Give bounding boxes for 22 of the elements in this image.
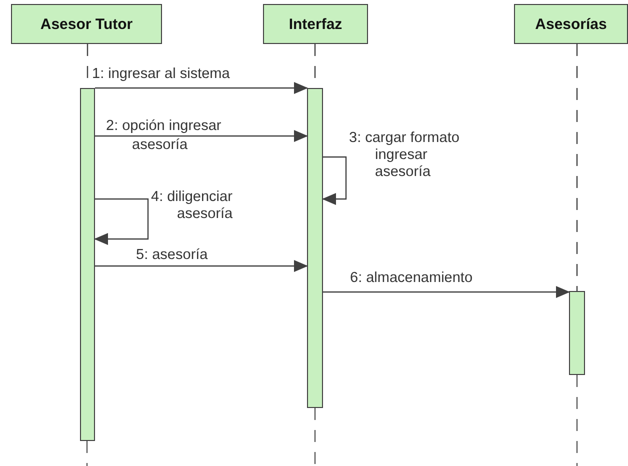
- activation-bar: [307, 88, 323, 408]
- message-label: 1: ingresar al sistema: [92, 66, 231, 83]
- lifeline-header: [263, 4, 368, 44]
- self-message-arrow: [94, 198, 149, 245]
- message-label: 6: almacenamiento: [350, 270, 474, 287]
- message-label: 2: opción ingresar asesoría: [106, 117, 222, 155]
- message-arrow: [95, 260, 308, 272]
- activation-bar: [569, 291, 585, 375]
- self-message-arrow: [322, 156, 347, 205]
- activation-bar: [80, 88, 95, 441]
- message-arrow: [95, 82, 308, 94]
- lifeline: [576, 44, 578, 291]
- message-arrow: [323, 286, 570, 298]
- lifeline-header: [11, 4, 162, 44]
- lifeline-header: [514, 4, 628, 44]
- message-label: 5: asesoría: [136, 247, 209, 264]
- participant-name: Asesor Tutor: [40, 16, 133, 32]
- participant-name: Interfaz: [288, 16, 342, 32]
- participant-name: Asesorías: [535, 16, 607, 32]
- message-arrow: [95, 130, 308, 142]
- message-label: 3: cargar formato ingresar asesoría: [349, 130, 460, 181]
- message-label: 4: diligenciar asesoría: [151, 189, 234, 223]
